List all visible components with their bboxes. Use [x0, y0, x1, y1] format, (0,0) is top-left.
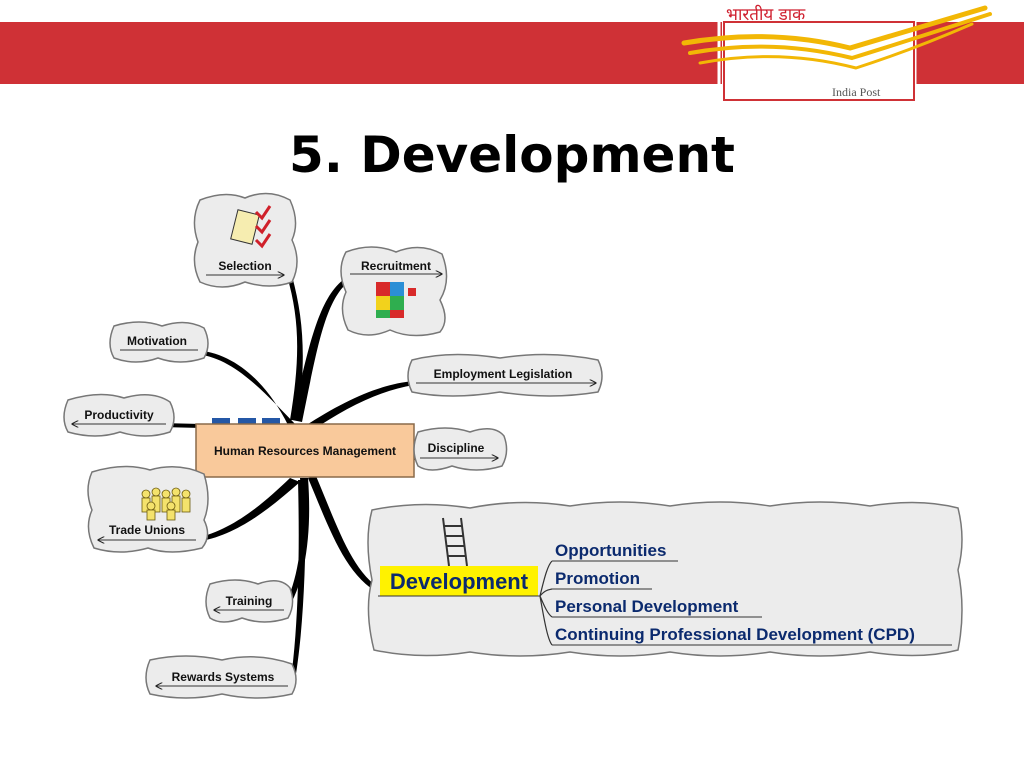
header-banner	[0, 0, 1024, 104]
development-item-opportunities: Opportunities	[555, 541, 666, 560]
cloud-motivation	[109, 321, 209, 363]
central-node: Human Resources Management	[195, 418, 415, 478]
branch-label-motivation: Motivation	[127, 334, 187, 348]
cloud-development	[367, 501, 963, 657]
tab-marker	[262, 418, 280, 426]
node-employment-legislation: Employment Legislation	[407, 353, 603, 397]
branch-label-selection: Selection	[218, 259, 271, 273]
connector-trade-unions	[196, 478, 300, 542]
branch-label-training: Training	[226, 594, 273, 608]
branch-label-rewards-systems: Rewards Systems	[172, 670, 275, 684]
connector-motivation	[194, 350, 296, 425]
logo-frame	[723, 21, 915, 101]
connector-recruitment	[292, 274, 354, 422]
node-development: Development Opportunities Promotion Pers…	[367, 501, 963, 657]
logo-hindi-text: भारतीय डाक	[726, 5, 806, 25]
cloud-training	[205, 579, 294, 623]
tab-marker	[238, 418, 256, 426]
branch-label-employment-legislation: Employment Legislation	[434, 367, 573, 381]
development-item-promotion: Promotion	[555, 569, 640, 588]
puzzle-icon	[376, 282, 416, 318]
checklist-icon	[230, 205, 272, 249]
node-discipline: Discipline	[413, 427, 508, 471]
cloud-employment-legislation	[407, 353, 603, 397]
development-highlight	[380, 566, 538, 596]
ladder-icon	[442, 517, 468, 567]
node-productivity: Productivity	[63, 393, 175, 437]
india-post-emblem-icon	[681, 5, 992, 70]
node-training: Training	[205, 579, 294, 623]
node-rewards-systems: Rewards Systems	[145, 655, 297, 699]
cloud-discipline	[413, 427, 508, 471]
connector-development	[308, 476, 382, 594]
connector-selection	[287, 276, 303, 420]
node-selection: Selection	[193, 192, 298, 288]
sub-branch-connectors	[539, 560, 553, 646]
logo-caption: India Post	[832, 85, 881, 99]
node-motivation: Motivation	[109, 321, 209, 363]
tab-marker	[212, 418, 230, 426]
connector-rewards	[290, 480, 306, 686]
cloud-productivity	[63, 393, 175, 437]
branch-label-productivity: Productivity	[84, 408, 154, 422]
branch-label-discipline: Discipline	[428, 441, 485, 455]
node-trade-unions: Trade Unions	[87, 465, 209, 553]
crowd-icon	[141, 487, 191, 521]
cloud-rewards-systems	[145, 655, 297, 699]
branch-label-trade-unions: Trade Unions	[109, 523, 185, 537]
branch-label-recruitment: Recruitment	[361, 259, 431, 273]
development-item-cpd: Continuing Professional Development (CPD…	[555, 625, 915, 644]
page-title: 5. Development	[289, 126, 735, 184]
central-node-label: Human Resources Management	[214, 444, 396, 458]
branch-label-development: Development	[390, 569, 529, 594]
development-item-personal-development: Personal Development	[555, 597, 739, 616]
node-recruitment: Recruitment	[340, 246, 448, 337]
